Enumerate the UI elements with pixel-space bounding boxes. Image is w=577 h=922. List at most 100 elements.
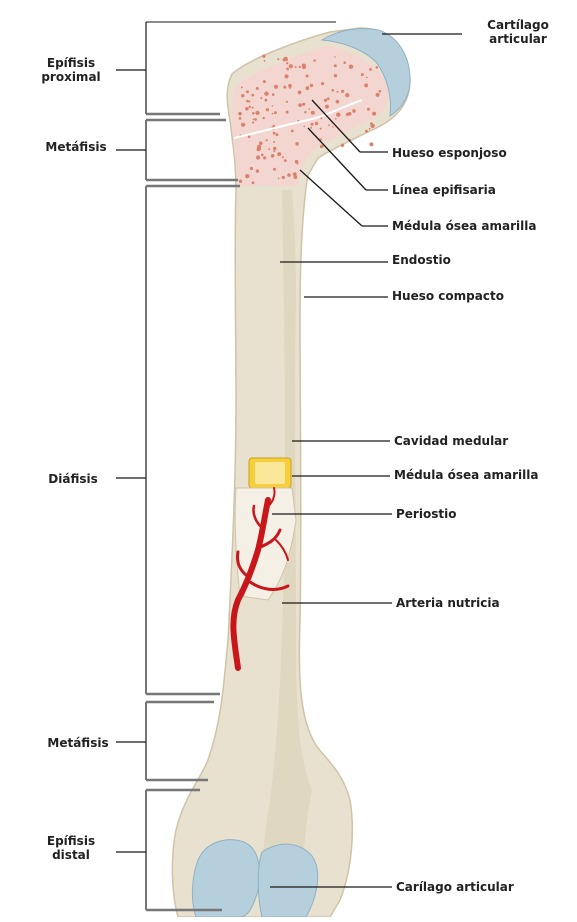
spongy-dot [273, 168, 276, 171]
spongy-dot [293, 172, 297, 176]
spongy-dot [264, 92, 268, 96]
spongy-dot [243, 124, 245, 126]
spongy-dot [263, 156, 266, 159]
spongy-dot [256, 155, 260, 159]
spongy-dot [289, 64, 293, 68]
spongy-dot [332, 126, 334, 128]
spongy-dot [254, 118, 257, 121]
spongy-dot [284, 74, 288, 78]
spongy-dot [265, 99, 268, 102]
spongy-dot [272, 93, 275, 96]
spongy-dot [345, 93, 349, 97]
spongy-dot [252, 121, 254, 123]
spongy-dot [286, 101, 288, 103]
spongy-dot [250, 168, 252, 170]
spongy-dot [249, 106, 251, 108]
spongy-dot [245, 174, 249, 178]
label-periostio: Periostio [396, 507, 456, 521]
spongy-dot [257, 145, 261, 149]
spongy-dot [252, 181, 255, 184]
spongy-dot [311, 123, 314, 126]
spongy-dot [264, 60, 266, 62]
spongy-dot [306, 75, 309, 78]
spongy-dot [321, 82, 324, 85]
spongy-dot [336, 91, 338, 93]
spongy-dot [334, 64, 337, 67]
spongy-dot [287, 173, 291, 177]
spongy-dot [276, 133, 279, 136]
spongy-dot [245, 107, 249, 111]
spongy-dot [286, 62, 288, 64]
spongy-dot [304, 126, 306, 128]
spongy-dot [327, 97, 330, 100]
spongy-dot [313, 59, 316, 62]
spongy-dot [238, 112, 242, 116]
spongy-dot [334, 56, 336, 58]
spongy-dot [324, 99, 327, 102]
label-metafisis-proximal: Metáfisis [34, 140, 118, 154]
spongy-dot [252, 112, 255, 115]
spongy-dot [256, 169, 259, 172]
spongy-dot [266, 139, 268, 141]
spongy-dot [252, 107, 254, 109]
spongy-dot [282, 176, 285, 179]
spongy-dot [239, 117, 242, 120]
spongy-dot [370, 124, 374, 128]
spongy-dot [268, 148, 270, 150]
spongy-dot [310, 84, 313, 87]
spongy-dot [299, 66, 301, 68]
label-endostio: Endostio [392, 253, 451, 267]
label-hueso-compacto: Hueso compacto [392, 289, 504, 303]
spongy-dot [274, 85, 278, 89]
label-linea-epifisaria: Línea epifisaria [392, 183, 496, 197]
label-cartilago-articular-bottom: Carílago articular [396, 880, 514, 894]
spongy-dot [262, 54, 265, 57]
spongy-dot [369, 142, 373, 146]
label-diafisis: Diáfisis [36, 472, 110, 486]
spongy-dot [273, 147, 276, 150]
spongy-dot [331, 89, 334, 92]
spongy-dot [297, 163, 299, 165]
spongy-dot [320, 145, 324, 149]
spongy-dot [306, 86, 310, 90]
spongy-dot [256, 87, 259, 90]
spongy-dot [273, 150, 275, 152]
label-metafisis-distal: Metáfisis [36, 736, 120, 750]
spongy-dot [361, 73, 364, 76]
spongy-dot [328, 124, 330, 126]
spongy-dot [295, 66, 297, 68]
spongy-dot [272, 113, 274, 115]
spongy-dot [248, 135, 251, 138]
spongy-dot [289, 87, 291, 89]
leader-medula-top-a [300, 170, 362, 226]
spongy-dot [334, 74, 337, 77]
spongy-dot [278, 178, 280, 180]
spongy-dot [251, 94, 254, 97]
spongy-dot [285, 58, 288, 61]
spongy-dot [272, 105, 274, 107]
spongy-dot [352, 109, 356, 113]
spongy-dot [376, 66, 379, 69]
label-arteria-nutricia: Arteria nutricia [396, 596, 500, 610]
spongy-dot [277, 152, 281, 156]
yellow-marrow [249, 458, 291, 488]
spongy-dot [341, 144, 344, 147]
spongy-dot [325, 105, 329, 109]
spongy-dot [302, 103, 305, 106]
spongy-dot [246, 100, 249, 103]
spongy-dot [260, 97, 262, 99]
label-epifisis-distal: Epífisis distal [38, 834, 104, 862]
spongy-dot [335, 118, 337, 120]
spongy-dot [266, 108, 269, 111]
spongy-dot [246, 90, 249, 93]
spongy-dot [346, 113, 349, 116]
spongy-dot [336, 113, 340, 117]
spongy-dot [283, 86, 286, 89]
spongy-dot [343, 61, 346, 64]
spongy-dot [320, 128, 322, 130]
spongy-dot [341, 90, 344, 93]
spongy-dot [273, 132, 276, 135]
spongy-dot [369, 68, 372, 71]
spongy-dot [274, 111, 277, 114]
